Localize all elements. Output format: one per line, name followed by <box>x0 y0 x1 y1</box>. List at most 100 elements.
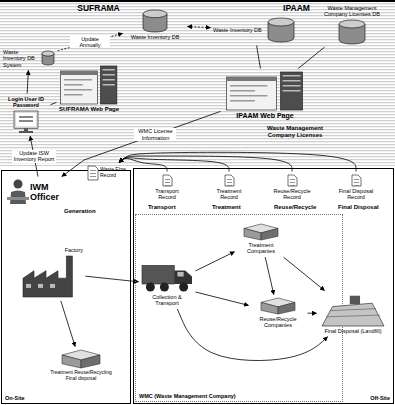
doc-icon <box>287 174 298 187</box>
flow-connector <box>51 102 57 104</box>
company-region: WMC (Waste Management Company)Collection… <box>135 214 343 402</box>
node-label: Final Disposal (Landfill) <box>319 328 387 334</box>
facility-box: Treatment Companies <box>236 222 286 256</box>
section-note: Waste Management Company Licenses <box>262 125 328 139</box>
node-label: IWM Officer <box>30 182 75 203</box>
label-anchor: Waste Management Company Licenses <box>262 125 328 139</box>
stage-heading: Transport <box>148 204 176 211</box>
node-label: IPAAM Web Page <box>223 112 307 120</box>
web-page: SUFRAMA Web Page <box>58 64 120 114</box>
connector-label-anchor: WMC License Information <box>134 128 176 141</box>
connector-label: Update Annually <box>70 36 110 49</box>
flow-connector <box>27 70 28 93</box>
node-label: Waste Inventory DB <box>213 27 266 33</box>
connector-label-anchor: Update ISW Inventory Report <box>12 150 56 163</box>
node-label: Waste Management Company Licenses DB <box>317 5 387 18</box>
agency-ground <box>0 0 395 166</box>
flow-connector <box>61 301 75 347</box>
stage-heading: Generation <box>64 208 96 215</box>
node-label: Treatment Companies <box>237 242 285 255</box>
flow-connector <box>265 257 274 294</box>
flow-connector <box>177 309 327 360</box>
node-label: Treatment Reuse/Recycling Final disposal <box>47 370 115 382</box>
facility-box: Treatment Reuse/Recycling Final disposal <box>46 348 116 383</box>
flow-connector <box>196 252 235 271</box>
monitor-icon <box>13 110 39 134</box>
node-label: Waste Inventory DB System <box>3 49 40 68</box>
doc-icon <box>351 174 362 187</box>
landfill-icon <box>321 293 385 327</box>
connector-label: Update ISW Inventory Report <box>12 150 56 163</box>
login-terminal: Login User ID Password <box>3 95 49 135</box>
database-cylinder: Waste Inventory DB <box>212 16 296 44</box>
node-label: Reuse/Recycle Record <box>271 188 313 201</box>
region-title: IPAAM <box>283 4 310 14</box>
flow-connector <box>196 292 249 305</box>
region-title: SUFRAMA <box>77 4 120 14</box>
label-anchor: Generation <box>64 208 96 215</box>
record-document: Transport Record <box>146 173 188 202</box>
cyl-icon <box>142 9 168 33</box>
person-icon <box>7 179 29 205</box>
node-label: Waste Inventory DB <box>125 34 185 40</box>
web-icon <box>226 71 304 111</box>
cyl-icon <box>267 17 295 43</box>
top-rule <box>0 0 395 2</box>
box-icon <box>61 349 101 369</box>
officer-figure: IWM Officer <box>6 178 76 206</box>
web-page: IPAAM Web Page <box>222 70 308 121</box>
node-label: Collection & Transport <box>141 294 193 307</box>
label-anchor: Treatment <box>212 204 241 211</box>
connector-label: WMC License Information <box>134 128 176 141</box>
record-document: Treatment Record <box>208 173 250 202</box>
cyl-icon <box>338 19 366 45</box>
flow-connector <box>188 26 211 27</box>
web-icon <box>60 65 118 105</box>
agency-band: IPAAM Waste Inventory DB Waste Management … <box>198 2 395 166</box>
landfill-figure: Final Disposal (Landfill) <box>318 292 388 335</box>
flow-connector <box>298 47 324 68</box>
connector-label-anchor: Update Annually <box>70 36 110 49</box>
database-cylinder: Waste Inventory DB System <box>2 48 56 69</box>
record-document: Final Disposal Record <box>334 173 378 202</box>
truck-figure: Collection & Transport <box>140 262 194 308</box>
node-label: Treatment Record <box>209 188 249 201</box>
site-region: On-Site IWM Officer Waste Flow RecordFacto… <box>1 170 131 404</box>
doc-icon <box>87 165 99 181</box>
flow-connector <box>119 156 292 172</box>
node-label: Final Disposal Record <box>335 188 377 201</box>
agency-band: SUFRAMA Waste Inventory DB Waste Inventory… <box>0 2 197 166</box>
region-title: On-Site <box>5 395 25 401</box>
region-title: Off-Site <box>370 395 390 401</box>
node-label: Login User ID Password <box>4 96 48 109</box>
flow-connector <box>62 111 221 176</box>
label-anchor: Transport <box>148 204 176 211</box>
site-region: Off-Site WMC (Waste Management Company)Co… <box>133 168 394 404</box>
node-label: SUFRAMA Web Page <box>59 106 119 113</box>
factory-figure: Factory <box>20 246 84 299</box>
stage-heading: Treatment <box>212 204 241 211</box>
doc-icon <box>224 174 235 187</box>
label-anchor: Final Disposal <box>338 204 379 211</box>
cyl-icon <box>41 50 55 66</box>
node-label: Waste Flow Record <box>100 167 129 179</box>
node-label: Factory <box>21 247 83 253</box>
stage-heading: Final Disposal <box>338 204 379 211</box>
label-anchor: Reuse/Recycle <box>274 204 316 211</box>
truck-icon <box>141 263 193 293</box>
flow-connector <box>58 33 123 50</box>
flow-connector <box>257 46 261 69</box>
stage-heading: Reuse/Recycle <box>274 204 316 211</box>
box-icon <box>260 297 296 315</box>
facility-box: Reuse/Recycle Companies <box>250 296 306 330</box>
doc-icon <box>162 174 173 187</box>
database-cylinder: Waste Management Company Licenses DB <box>316 4 388 46</box>
node-label: Reuse/Recycle Companies <box>251 316 305 329</box>
factory-icon <box>22 254 82 298</box>
record-document: Waste Flow Record <box>86 164 130 182</box>
database-cylinder: Waste Inventory DB <box>124 8 186 41</box>
flow-connector <box>308 313 317 314</box>
record-document: Reuse/Recycle Record <box>270 173 314 202</box>
